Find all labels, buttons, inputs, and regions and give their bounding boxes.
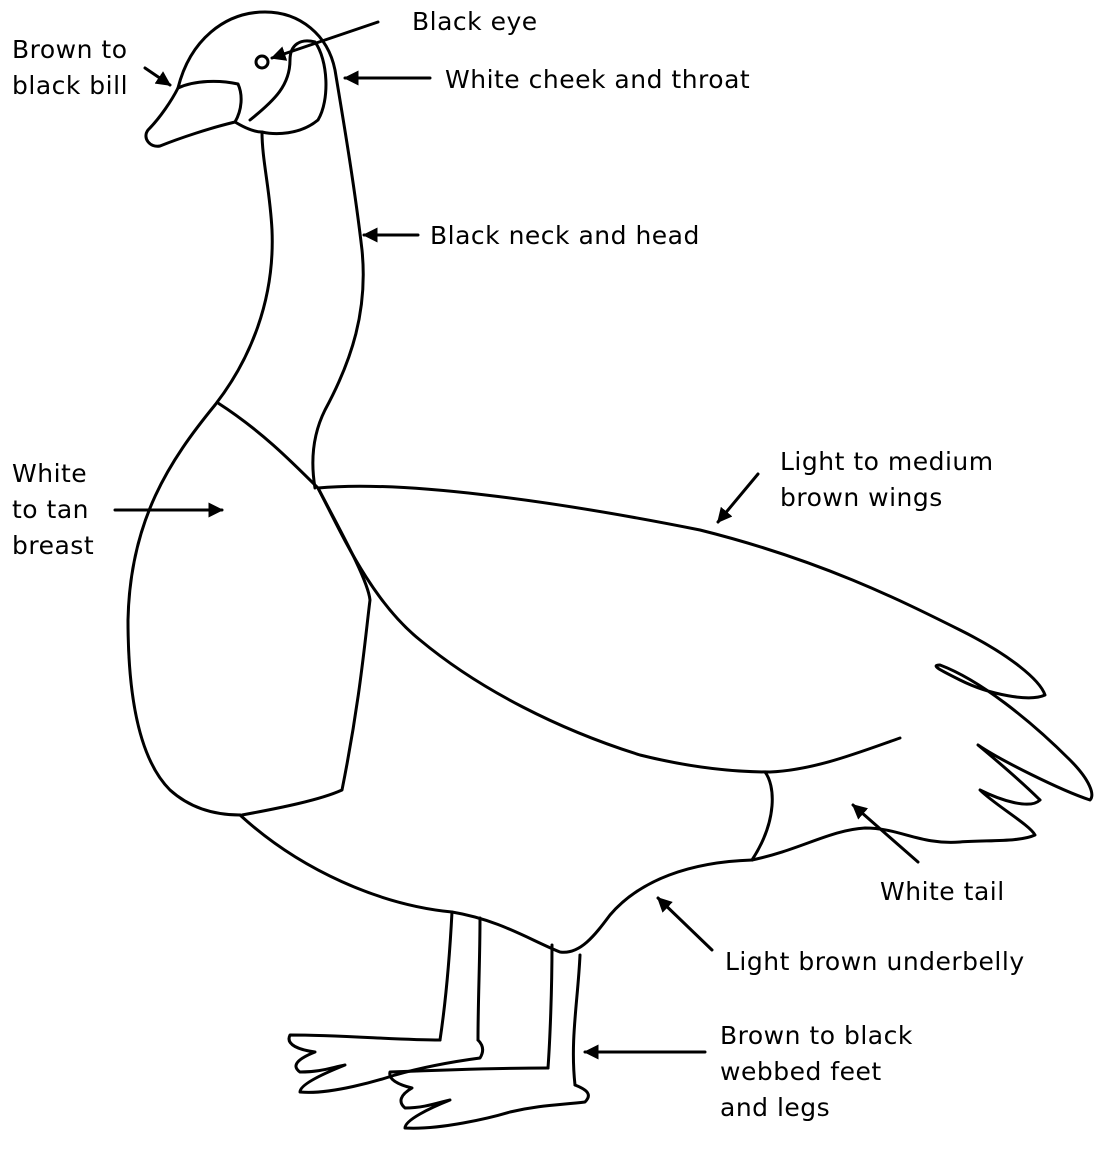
label-tail: White tail: [880, 874, 1005, 910]
label-bill: Brown to black bill: [12, 32, 128, 104]
label-eye: Black eye: [412, 4, 538, 40]
label-breast-line3: breast: [12, 528, 94, 564]
arrows: [115, 22, 918, 1052]
wing-top: [318, 486, 1092, 800]
label-neck: Black neck and head: [430, 218, 700, 254]
left-foot: [289, 1035, 483, 1092]
belly-bottom: [240, 815, 752, 952]
label-cheek: White cheek and throat: [445, 62, 750, 98]
label-wings: Light to medium brown wings: [780, 444, 994, 516]
tail-feathers: [752, 790, 1040, 860]
eye: [256, 56, 268, 68]
chin: [235, 122, 262, 132]
left-leg: [440, 912, 480, 1040]
label-wings-line2: brown wings: [780, 480, 994, 516]
label-feet-line2: webbed feet: [720, 1054, 913, 1090]
bill: [146, 81, 241, 146]
breast-division: [218, 403, 370, 815]
tail-division: [752, 772, 772, 860]
wing-bottom: [318, 488, 900, 772]
label-breast: White to tan breast: [12, 456, 94, 564]
eye-arrow: [272, 22, 378, 58]
wings-arrow: [718, 474, 758, 522]
label-bill-line2: black bill: [12, 68, 128, 104]
breast-outline: [128, 405, 240, 815]
underbelly-arrow: [658, 898, 712, 950]
neck-front: [215, 132, 272, 405]
label-underbelly: Light brown underbelly: [725, 944, 1025, 980]
label-wings-line1: Light to medium: [780, 444, 994, 480]
label-feet: Brown to black webbed feet and legs: [720, 1018, 913, 1126]
label-breast-line2: to tan: [12, 492, 94, 528]
tail-arrow: [853, 805, 918, 862]
label-feet-line3: and legs: [720, 1090, 913, 1126]
bill-arrow: [145, 68, 170, 85]
label-feet-line1: Brown to black: [720, 1018, 913, 1054]
label-breast-line1: White: [12, 456, 94, 492]
label-bill-line1: Brown to: [12, 32, 128, 68]
right-foot: [390, 1068, 589, 1128]
right-leg: [548, 945, 580, 1085]
